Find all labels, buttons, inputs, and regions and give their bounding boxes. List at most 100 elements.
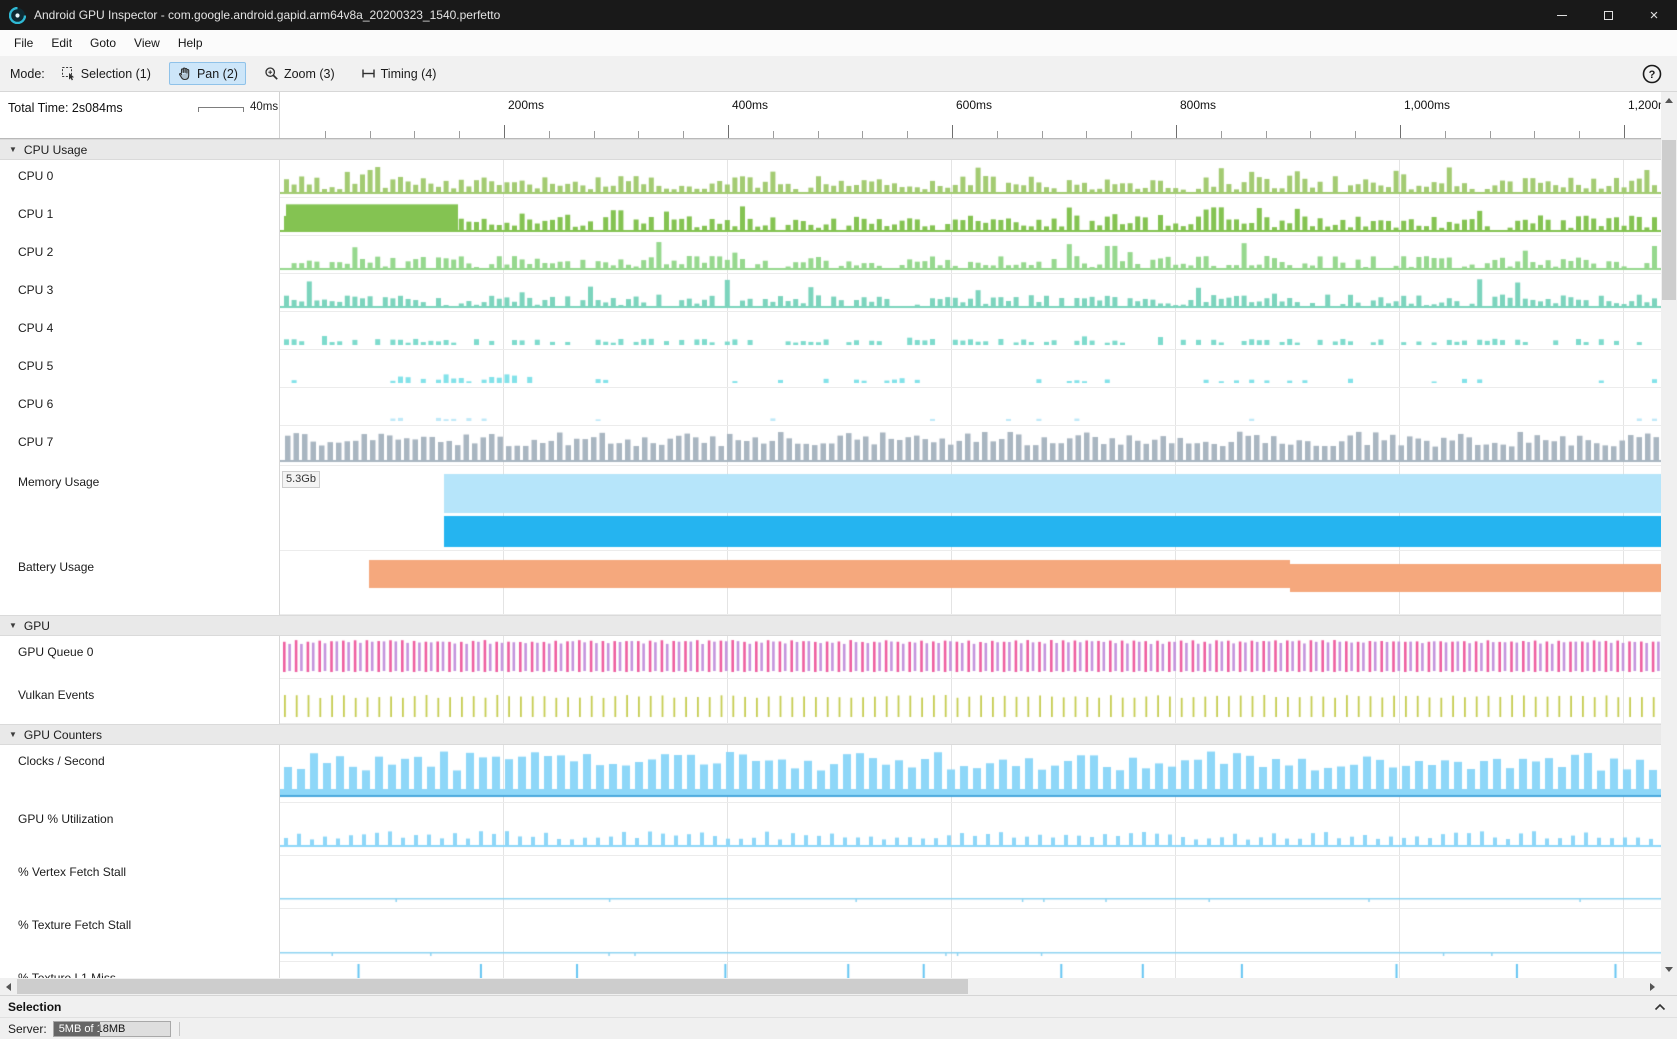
track-chart-battery-usage[interactable]: [280, 551, 1661, 614]
track-label: % Vertex Fetch Stall: [0, 856, 280, 909]
track-label: % Texture L1 Miss: [0, 962, 280, 978]
track-chart-vulkan-events[interactable]: [280, 679, 1661, 723]
group-header-cpu-usage[interactable]: ▼CPU Usage: [0, 139, 1661, 160]
scale-bracket: [198, 107, 244, 112]
selection-panel-header[interactable]: Selection: [0, 995, 1677, 1017]
track-chart-cpu-6[interactable]: [280, 388, 1661, 425]
mode-button-label: Pan (2): [196, 66, 238, 81]
memory-meter-text: 5MB of 18MB: [96, 1022, 126, 1035]
track-row-gpu-queue-0: GPU Queue 0: [0, 636, 1661, 679]
menu-help[interactable]: Help: [177, 36, 203, 50]
mode-button-label: Selection (1): [80, 66, 151, 81]
track-lane: [280, 274, 1661, 312]
chevron-up-icon[interactable]: [1643, 1003, 1677, 1011]
close-button[interactable]: ×: [1631, 0, 1677, 30]
ruler-label-800ms: 800ms: [1180, 98, 1217, 112]
track-lane: [280, 551, 1661, 615]
ruler-major-tick: [952, 125, 953, 138]
track-chart-texture-l1-miss[interactable]: [280, 962, 1661, 978]
track-chart-vertex-fetch-stall[interactable]: [280, 856, 1661, 908]
selection-panel-title: Selection: [8, 999, 62, 1014]
scroll-down-button[interactable]: [1661, 961, 1677, 978]
server-memory-meter: 5MB of 18MB 5MB of 18MB: [52, 1020, 171, 1037]
track-label: Vulkan Events: [0, 679, 280, 724]
ruler-minor-tick: [1579, 131, 1581, 138]
track-label: CPU 5: [0, 350, 280, 388]
menu-goto[interactable]: Goto: [90, 36, 117, 50]
status-separator: [178, 1021, 180, 1036]
ruler-minor-tick: [772, 131, 774, 138]
track-chart-texture-fetch-stall[interactable]: [280, 909, 1661, 961]
group-header-gpu[interactable]: ▼GPU: [0, 615, 1661, 636]
ruler-minor-tick: [369, 131, 371, 138]
track-label: CPU 7: [0, 426, 280, 466]
mode-button-pan[interactable]: Pan (2): [168, 62, 246, 85]
vertical-scroll-thumb[interactable]: [1662, 140, 1676, 300]
close-icon: ×: [1649, 6, 1659, 24]
help-button[interactable]: ?: [1641, 63, 1663, 85]
maximize-icon: [1603, 10, 1613, 20]
track-lane: [280, 160, 1661, 198]
menu-view[interactable]: View: [134, 36, 160, 50]
scroll-up-button[interactable]: [1661, 92, 1677, 109]
menu-file[interactable]: File: [14, 36, 34, 50]
mode-label: Mode:: [10, 66, 45, 81]
minimize-button[interactable]: [1539, 0, 1585, 30]
track-row-vulkan-events: Vulkan Events: [0, 679, 1661, 724]
track-label: CPU 4: [0, 312, 280, 350]
horizontal-scroll-thumb[interactable]: [17, 979, 968, 994]
scroll-left-button[interactable]: [0, 978, 17, 995]
track-chart-cpu-1[interactable]: [280, 198, 1661, 235]
ruler-minor-tick: [1355, 131, 1357, 138]
ruler-left-panel: Total Time: 2s084ms 40ms: [0, 92, 280, 138]
track-lane: [280, 679, 1661, 724]
ruler-minor-tick: [414, 131, 416, 138]
track-lane: [280, 198, 1661, 236]
track-chart-clocks-second[interactable]: [280, 745, 1661, 802]
mode-button-zoom[interactable]: Zoom (3): [256, 62, 343, 85]
svg-text:?: ?: [1649, 69, 1656, 81]
scrollbar-corner: [1661, 978, 1677, 995]
arrow-right-icon: [1650, 982, 1655, 991]
vertical-scrollbar[interactable]: [1661, 92, 1677, 978]
track-row-vertex-fetch-stall: % Vertex Fetch Stall: [0, 856, 1661, 909]
track-lane: [280, 636, 1661, 679]
group-header-gpu-counters[interactable]: ▼GPU Counters: [0, 724, 1661, 745]
track-row-gpu-utilization: GPU % Utilization: [0, 803, 1661, 856]
memory-value-label: 5.3Gb: [282, 471, 320, 488]
ruler-major-tick: [1400, 125, 1401, 138]
ruler-minor-tick: [1444, 131, 1446, 138]
track-chart-cpu-0[interactable]: [280, 160, 1661, 197]
ruler-minor-tick: [1489, 131, 1491, 138]
horizontal-scrollbar[interactable]: [0, 978, 1661, 995]
track-chart-gpu-utilization[interactable]: [280, 803, 1661, 855]
status-bar: Server: 5MB of 18MB 5MB of 18MB: [0, 1017, 1677, 1039]
mode-button-timing[interactable]: Timing (4): [353, 62, 445, 85]
ruler-minor-tick: [817, 131, 819, 138]
timing-icon: [361, 66, 376, 81]
ruler-minor-tick: [907, 131, 909, 138]
track-row-texture-l1-miss: % Texture L1 Miss: [0, 962, 1661, 978]
track-row-cpu-0: CPU 0: [0, 160, 1661, 198]
arrow-down-icon: [1665, 967, 1673, 972]
scroll-right-button[interactable]: [1644, 978, 1661, 995]
track-chart-cpu-7[interactable]: [280, 426, 1661, 465]
track-chart-memory-usage[interactable]: [280, 466, 1661, 550]
ruler-minor-tick: [324, 131, 326, 138]
collapse-triangle-icon: ▼: [9, 145, 17, 154]
track-chart-cpu-2[interactable]: [280, 236, 1661, 273]
ruler-minor-tick: [638, 131, 640, 138]
menu-edit[interactable]: Edit: [51, 36, 73, 50]
track-chart-cpu-5[interactable]: [280, 350, 1661, 387]
track-chart-gpu-queue-0[interactable]: [280, 636, 1661, 678]
track-chart-cpu-4[interactable]: [280, 312, 1661, 349]
mode-buttons: Selection (1) Pan (2) Zoom (3) Timing (4): [53, 62, 445, 85]
track-chart-cpu-3[interactable]: [280, 274, 1661, 311]
track-row-cpu-4: CPU 4: [0, 312, 1661, 350]
selection-icon: [61, 66, 76, 81]
ruler-major-tick: [504, 125, 505, 138]
mode-button-selection[interactable]: Selection (1): [53, 62, 159, 85]
maximize-button[interactable]: [1585, 0, 1631, 30]
ruler-minor-tick: [862, 131, 864, 138]
